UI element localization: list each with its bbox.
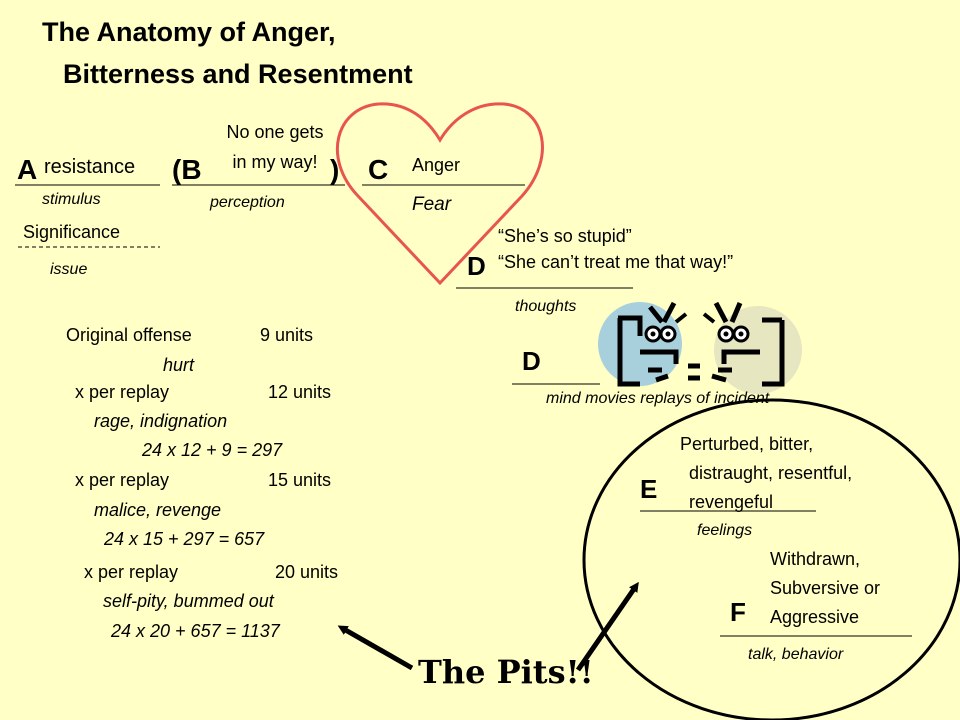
title-line-1: The Anatomy of Anger, [42, 17, 336, 47]
stage-f-letter: F [730, 597, 746, 627]
stage-f-sublabel: talk, behavior [748, 646, 844, 663]
arrow-to-ellipse [575, 581, 639, 672]
stage-b-quote-2: in my way! [232, 152, 318, 172]
feelings-behavior-ellipse [582, 398, 960, 720]
replay-1-label: x per replay [75, 382, 170, 402]
replay-3-units: 20 units [275, 562, 339, 582]
stage-c-letter: C [368, 154, 389, 185]
stage-e-letter: E [640, 474, 658, 504]
heart-shape [335, 102, 544, 286]
replay-3-note: self-pity, bummed out [103, 591, 274, 611]
stage-b-open: (B [172, 154, 202, 185]
replay-2-units: 15 units [268, 470, 332, 490]
offense-units: 9 units [260, 325, 314, 345]
offense-label: Original offense [66, 325, 192, 345]
stage-a-sublabel: stimulus [42, 191, 101, 208]
stage-b-quote-1: No one gets [226, 122, 324, 142]
stage-d1-quote-2: “She can’t treat me that way!” [498, 252, 734, 272]
replay-1-units: 12 units [268, 382, 332, 402]
replay-1-note: rage, indignation [94, 411, 228, 431]
stage-b-close: ) [330, 154, 340, 185]
stage-d1-letter: D [467, 251, 486, 281]
stage-f-line-3: Aggressive [770, 607, 860, 627]
stage-c-emotion-fear: Fear [412, 194, 452, 215]
angry-faces-icon [598, 301, 802, 394]
stage-e-sublabel: feelings [697, 522, 753, 539]
title-line-2: Bitterness and Resentment [63, 59, 413, 89]
stage-f-line-1: Withdrawn, [770, 549, 861, 569]
replay-1-calc: 24 x 12 + 9 = 297 [142, 440, 283, 460]
stage-b-sublabel: perception [210, 194, 285, 211]
stage-c-emotion-anger: Anger [412, 155, 461, 175]
stage-d1-sublabel: thoughts [515, 298, 577, 315]
stage-e-line-3: revengeful [689, 492, 774, 512]
the-pits-label: The Pits!! [418, 653, 594, 691]
stage-e-line-1: Perturbed, bitter, [680, 434, 814, 454]
stage-a-word: resistance [44, 156, 136, 178]
replay-2-calc: 24 x 15 + 297 = 657 [104, 529, 265, 549]
stage-d2-sublabel: mind movies replays of incident [546, 390, 770, 407]
significance-label: Significance [23, 222, 121, 242]
replay-3-calc: 24 x 20 + 657 = 1137 [111, 621, 280, 641]
stage-a-letter: A [17, 154, 38, 185]
replay-2-label: x per replay [75, 470, 170, 490]
stage-d2-letter: D [522, 346, 541, 376]
stage-d1-quote-1: “She’s so stupid” [498, 226, 632, 246]
replay-3-label: x per replay [84, 562, 179, 582]
stage-f-line-2: Subversive or [770, 578, 881, 598]
offense-note: hurt [163, 355, 195, 375]
stage-e-line-2: distraught, resentful, [689, 463, 853, 483]
arrow-to-math [337, 625, 414, 671]
replay-2-note: malice, revenge [94, 500, 222, 520]
issue-sublabel: issue [50, 261, 88, 278]
